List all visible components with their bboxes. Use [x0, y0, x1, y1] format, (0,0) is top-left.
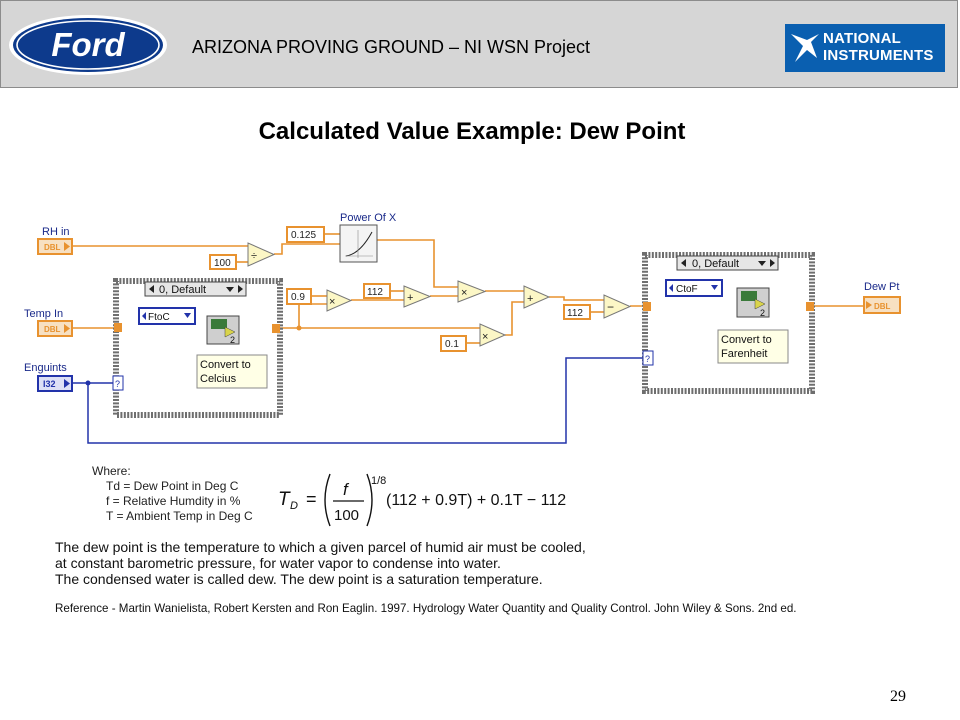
constant-100[interactable]: 100 — [209, 254, 237, 270]
temp-in-label: Temp In — [24, 308, 63, 320]
ford-logo-text: Ford — [51, 26, 125, 63]
svg-text:DBL: DBL — [44, 325, 61, 334]
temp-wire-junction — [296, 325, 302, 331]
slide-header: Ford ARIZONA PROVING GROUND – NI WSN Pro… — [0, 0, 958, 88]
ni-eagle-icon — [791, 34, 819, 62]
formula-lhs-sub: D — [290, 500, 298, 512]
case-structure-left: ? — [112, 278, 283, 418]
rh-in-terminal[interactable]: DBL — [37, 238, 73, 255]
case-right-selector-terminal: ? — [645, 354, 650, 364]
svg-text:CtoF: CtoF — [676, 284, 698, 295]
slide-title: Calculated Value Example: Dew Point — [258, 118, 686, 145]
dew-point-formula: T D = f 100 1/8 (112 + 0.9T) + 0.1T − 11… — [278, 473, 566, 527]
ni-logo-line1: NATIONAL — [823, 30, 901, 47]
svg-text:FtoC: FtoC — [148, 312, 170, 323]
formula-lhs: T — [278, 489, 291, 510]
where-line-f: f = Relative Humdity in % — [106, 494, 241, 508]
svg-text:0, Default: 0, Default — [159, 284, 206, 296]
svg-text:DBL: DBL — [874, 302, 891, 311]
description-line-2: at constant barometric pressure, for wat… — [55, 555, 501, 571]
svg-text:2: 2 — [760, 308, 765, 318]
case-left-selector-terminal: ? — [115, 379, 120, 389]
convert-to-farenheit-subvi[interactable]: 2 — [736, 287, 770, 318]
divide-node[interactable]: ÷ — [247, 242, 276, 267]
svg-text:112: 112 — [367, 287, 383, 298]
svg-text:×: × — [482, 331, 488, 343]
constant-0125[interactable]: 0.125 — [286, 226, 325, 243]
svg-text:2: 2 — [230, 335, 235, 345]
svg-text:DBL: DBL — [44, 243, 61, 252]
formula-exponent: 1/8 — [371, 475, 386, 487]
header-title: ARIZONA PROVING GROUND – NI WSN Project — [192, 37, 591, 57]
reference-citation: Reference - Martin Wanielista, Robert Ke… — [55, 602, 797, 615]
celcius-caption-line2: Celcius — [200, 373, 237, 385]
svg-text:+: + — [407, 292, 413, 304]
subtract-node[interactable]: − — [603, 294, 632, 319]
where-title: Where: — [92, 464, 131, 478]
add-node-2[interactable]: + — [523, 285, 551, 309]
svg-text:0, Default: 0, Default — [692, 258, 739, 270]
multiply-node-3[interactable]: × — [479, 323, 507, 347]
case-right-selector[interactable]: 0, Default — [676, 255, 779, 271]
ford-logo: Ford — [9, 15, 167, 75]
svg-text:0.9: 0.9 — [291, 292, 305, 303]
case-left-selector[interactable]: 0, Default — [144, 281, 247, 297]
svg-text:×: × — [329, 296, 335, 308]
convert-to-farenheit-caption — [717, 329, 789, 364]
power-of-x-node[interactable] — [339, 224, 378, 263]
where-line-td: Td = Dew Point in Deg C — [106, 479, 239, 493]
ni-logo: NATIONAL INSTRUMENTS — [785, 24, 945, 72]
dew-point-description: The dew point is the temperature to whic… — [55, 539, 586, 587]
where-line-t: T = Ambient Temp in Deg C — [106, 509, 253, 523]
convert-to-celcius-subvi[interactable]: 2 — [206, 315, 240, 345]
case-structure-right: ? — [642, 252, 815, 394]
svg-text:+: + — [527, 293, 533, 305]
farenheit-caption-line2: Farenheit — [721, 348, 767, 360]
svg-text:I32: I32 — [43, 379, 56, 389]
ni-logo-line2: INSTRUMENTS — [823, 47, 934, 64]
ftoc-enum-constant[interactable]: FtoC — [138, 307, 196, 325]
variable-definitions: Where: Td = Dew Point in Deg C f = Relat… — [92, 464, 253, 524]
power-of-x-label: Power Of X — [340, 212, 397, 224]
dew-pt-label: Dew Pt — [864, 281, 899, 293]
description-line-1: The dew point is the temperature to whic… — [55, 539, 586, 555]
formula-denominator: 100 — [334, 507, 359, 524]
labview-block-diagram: RH in DBL Temp In DBL Enguints I32 Dew P… — [24, 212, 901, 444]
formula-rest: (112 + 0.9T) + 0.1T − 112 — [386, 492, 566, 509]
ctof-enum-constant[interactable]: CtoF — [665, 279, 723, 297]
convert-to-celcius-caption — [196, 354, 268, 389]
engunits-label: Enguints — [24, 362, 67, 374]
dew-pt-terminal[interactable]: DBL — [863, 296, 901, 314]
multiply-node-2[interactable]: × — [457, 280, 487, 303]
temp-in-terminal[interactable]: DBL — [37, 320, 73, 337]
rh-in-label: RH in — [42, 226, 70, 238]
svg-text:112: 112 — [567, 308, 583, 319]
svg-text:−: − — [607, 300, 614, 314]
formula-numerator: f — [343, 480, 350, 499]
constant-01[interactable]: 0.1 — [440, 335, 467, 352]
page-number: 29 — [890, 688, 906, 705]
engunits-terminal[interactable]: I32 — [37, 375, 73, 392]
svg-text:÷: ÷ — [251, 250, 257, 262]
svg-text:0.1: 0.1 — [445, 339, 459, 350]
constant-112a[interactable]: 112 — [363, 283, 391, 299]
svg-text:0.125: 0.125 — [291, 230, 316, 241]
constant-112b[interactable]: 112 — [563, 304, 591, 320]
description-line-3: The condensed water is called dew. The d… — [55, 571, 543, 587]
formula-eq: = — [306, 489, 317, 509]
svg-text:100: 100 — [214, 258, 231, 269]
celcius-caption-line1: Convert to — [200, 359, 251, 371]
multiply-node-1[interactable]: × — [326, 289, 353, 312]
constant-09[interactable]: 0.9 — [286, 288, 312, 305]
i32-wire-junction — [85, 380, 91, 386]
i32-wire — [72, 357, 648, 444]
farenheit-caption-line1: Convert to — [721, 334, 772, 346]
svg-text:×: × — [461, 287, 467, 299]
add-node-1[interactable]: + — [403, 285, 432, 308]
